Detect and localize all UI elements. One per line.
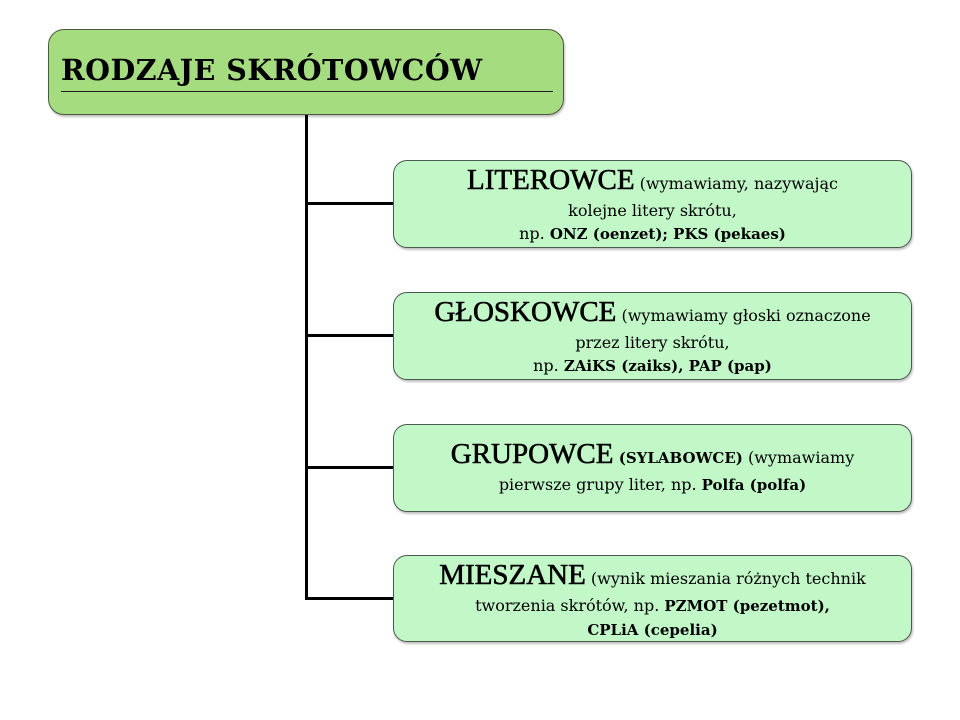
node-gloskowce: GŁOSKOWCE (wymawiamy głoski oznaczone pr…: [393, 292, 912, 380]
node-mieszane-desc1: (wynik mieszania różnych technik: [585, 569, 866, 588]
node-literowce-examples: ONZ (oenzet); PKS (pekaes): [549, 225, 786, 243]
node-mieszane: MIESZANE (wynik mieszania różnych techni…: [393, 555, 912, 642]
node-grupowce-line1: GRUPOWCE (SYLABOWCE) (wymawiamy: [394, 439, 911, 473]
node-grupowce-examples: Polfa (polfa): [701, 476, 807, 494]
node-mieszane-examples-2: CPLiA (cepelia): [587, 621, 718, 639]
node-gloskowce-line3: np. ZAiKS (zaiks), PAP (pap): [394, 354, 911, 378]
node-mieszane-desc2: tworzenia skrótów, np.: [475, 596, 665, 615]
node-mieszane-line3: CPLiA (cepelia): [394, 618, 911, 642]
node-literowce-line2: kolejne litery skrótu,: [568, 201, 737, 220]
node-grupowce-alt-name: (SYLABOWCE): [613, 449, 743, 467]
node-gloskowce-examples: ZAiKS (zaiks), PAP (pap): [563, 357, 772, 375]
node-mieszane-line1: MIESZANE (wynik mieszania różnych techni…: [394, 560, 911, 594]
connector-branch-literowce: [305, 202, 395, 205]
node-grupowce-desc2: pierwsze grupy liter, np.: [498, 475, 702, 494]
connector-trunk: [305, 115, 308, 600]
connector-branch-mieszane: [305, 597, 395, 600]
node-gloskowce-heading: GŁOSKOWCE: [434, 296, 617, 328]
root-node-title-box: RODZAJE SKRÓTOWCÓW: [48, 29, 564, 115]
node-literowce-example-prefix: np.: [519, 224, 550, 243]
connector-branch-gloskowce: [305, 334, 395, 337]
node-grupowce-line2: pierwsze grupy liter, np. Polfa (polfa): [394, 473, 911, 497]
node-mieszane-heading: MIESZANE: [439, 559, 586, 591]
node-literowce: LITEROWCE (wymawiamy, nazywając kolejne …: [393, 160, 912, 248]
node-literowce-line1: LITEROWCE (wymawiamy, nazywając: [394, 165, 911, 199]
node-gloskowce-line2: przez litery skrótu,: [575, 333, 730, 352]
diagram-title: RODZAJE SKRÓTOWCÓW: [61, 53, 483, 87]
node-gloskowce-line1: GŁOSKOWCE (wymawiamy głoski oznaczone: [394, 297, 911, 331]
node-mieszane-line2: tworzenia skrótów, np. PZMOT (pezetmot),: [394, 594, 911, 618]
node-mieszane-examples-1: PZMOT (pezetmot),: [664, 597, 830, 615]
node-grupowce-desc1: (wymawiamy: [742, 448, 855, 467]
node-literowce-line3: np. ONZ (oenzet); PKS (pekaes): [394, 222, 911, 246]
node-literowce-heading: LITEROWCE: [467, 164, 635, 196]
node-grupowce-heading: GRUPOWCE: [450, 438, 614, 470]
node-gloskowce-example-prefix: np.: [533, 356, 564, 375]
title-underline: [61, 91, 553, 92]
node-gloskowce-desc1: (wymawiamy głoski oznaczone: [616, 306, 871, 325]
node-literowce-desc1: (wymawiamy, nazywając: [634, 174, 838, 193]
connector-branch-grupowce: [305, 466, 395, 469]
node-grupowce: GRUPOWCE (SYLABOWCE) (wymawiamy pierwsze…: [393, 424, 912, 512]
